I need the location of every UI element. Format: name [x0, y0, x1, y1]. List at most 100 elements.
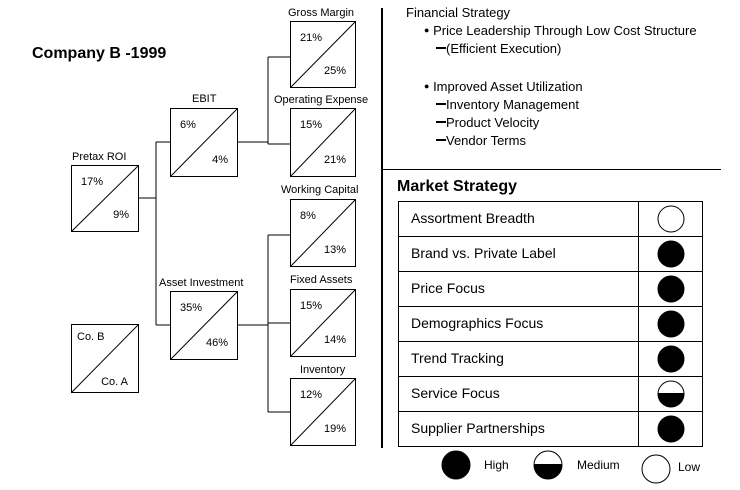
inventory-co-a: 19% [323, 423, 346, 435]
dash-bullet [436, 103, 446, 105]
rating-cell [639, 342, 702, 376]
legend-medium-label: Medium [577, 458, 620, 472]
legend-low-label: Low [678, 460, 701, 474]
fixed-assets-co-a: 14% [323, 334, 346, 346]
fixed-assets-co-b: 15% [300, 300, 323, 312]
pretax-roi-co-a: 9% [113, 209, 129, 221]
operating-expense-box: 15% 21% [290, 108, 356, 177]
horizontal-divider [383, 169, 721, 170]
table-row: Brand vs. Private Label [399, 236, 702, 271]
diagonal-line [171, 292, 237, 359]
subitem-text: Product Velocity [446, 115, 540, 130]
gross-margin-box: 21% 25% [290, 21, 356, 88]
page-title: Company B -1999 [32, 45, 167, 62]
diagonal-line [291, 379, 355, 445]
inventory-label: Inventory [300, 364, 346, 376]
diagonal-line [291, 109, 355, 176]
rating-high-icon [657, 415, 684, 443]
working-capital-label: Working Capital [281, 184, 359, 196]
financial-strategy-subitem: Vendor Terms [436, 133, 526, 148]
financial-strategy-item: ● Price Leadership Through Low Cost Stru… [424, 23, 697, 38]
table-row: Assortment Breadth [399, 202, 702, 236]
strategy-name: Supplier Partnerships [399, 412, 639, 446]
working-capital-box: 8% 13% [290, 199, 356, 267]
key-box: Co. B Co. A [71, 324, 139, 393]
diagonal-line [291, 290, 355, 356]
diagonal-line [171, 109, 237, 176]
rating-cell [639, 307, 702, 341]
ebit-co-a: 4% [212, 154, 228, 166]
rating-high-icon [657, 240, 684, 268]
connector-asset-investment [238, 234, 290, 413]
subitem-text: (Efficient Execution) [446, 41, 562, 56]
ebit-co-b: 6% [180, 119, 196, 131]
pretax-roi-box: 17% 9% [71, 165, 139, 232]
financial-strategy-subitem: Inventory Management [436, 97, 579, 112]
market-strategy-heading: Market Strategy [397, 178, 518, 195]
financial-strategy-heading: Financial Strategy [406, 5, 511, 20]
ebit-box: 6% 4% [170, 108, 238, 177]
pretax-roi-co-b: 17% [81, 176, 104, 188]
strategy-name: Demographics Focus [399, 307, 639, 341]
inventory-box: 12% 19% [290, 378, 356, 446]
strategy-name: Assortment Breadth [399, 202, 639, 236]
table-row: Price Focus [399, 271, 702, 306]
table-row: Supplier Partnerships [399, 411, 702, 446]
table-row: Trend Tracking [399, 341, 702, 376]
subitem-text: Vendor Terms [446, 133, 526, 148]
market-strategy-table: Assortment Breadth Brand vs. Private Lab… [398, 201, 703, 447]
rating-high-icon [657, 310, 684, 338]
strategy-name: Trend Tracking [399, 342, 639, 376]
asset-investment-label: Asset Investment [159, 277, 244, 289]
diagonal-line [291, 22, 355, 87]
asset-investment-co-a: 46% [205, 337, 228, 349]
financial-strategy-item: ● Improved Asset Utilization [424, 79, 583, 94]
diagonal-line [291, 200, 355, 266]
legend-medium-icon [533, 450, 563, 480]
key-co-b: Co. B [77, 331, 105, 343]
financial-strategy-subitem: (Efficient Execution) [436, 41, 561, 56]
rating-low-icon [657, 205, 684, 233]
table-row: Demographics Focus [399, 306, 702, 341]
fixed-assets-label: Fixed Assets [290, 274, 353, 286]
legend-high-icon [441, 450, 471, 480]
operating-expense-co-a: 21% [323, 154, 346, 166]
legend-low-icon [641, 454, 671, 484]
diagonal-line [72, 325, 138, 392]
connector-ebit [238, 56, 290, 145]
table-row: Service Focus [399, 376, 702, 411]
pretax-roi-label: Pretax ROI [72, 151, 127, 163]
bullet-dot: ● [424, 25, 430, 35]
rating-cell [639, 272, 702, 306]
rating-high-icon [657, 345, 684, 373]
item-text: Improved Asset Utilization [433, 79, 583, 94]
strategy-name: Price Focus [399, 272, 639, 306]
operating-expense-co-b: 15% [300, 119, 323, 131]
legend-high-label: High [484, 458, 509, 472]
connector-roi [139, 141, 170, 326]
financial-strategy-subitem: Product Velocity [436, 115, 539, 130]
gross-margin-co-a: 25% [323, 65, 346, 77]
dash-bullet [436, 139, 446, 141]
asset-investment-co-b: 35% [180, 302, 203, 314]
working-capital-co-a: 13% [323, 244, 346, 256]
subitem-text: Inventory Management [446, 97, 579, 112]
gross-margin-co-b: 21% [300, 32, 323, 44]
fixed-assets-box: 15% 14% [290, 289, 356, 357]
operating-expense-label: Operating Expense [274, 94, 369, 106]
item-text: Price Leadership Through Low Cost Struct… [433, 23, 697, 38]
asset-investment-box: 35% 46% [170, 291, 238, 360]
rating-cell [639, 202, 702, 236]
diagonal-line [72, 166, 138, 231]
rating-cell [639, 377, 702, 411]
strategy-name: Brand vs. Private Label [399, 237, 639, 271]
dash-bullet [436, 121, 446, 123]
dash-bullet [436, 47, 446, 49]
ebit-label: EBIT [192, 93, 217, 105]
vertical-divider [381, 8, 383, 448]
key-co-a: Co. A [101, 376, 128, 388]
bullet-dot: ● [424, 81, 430, 91]
rating-medium-icon [657, 380, 684, 408]
strategy-name: Service Focus [399, 377, 639, 411]
